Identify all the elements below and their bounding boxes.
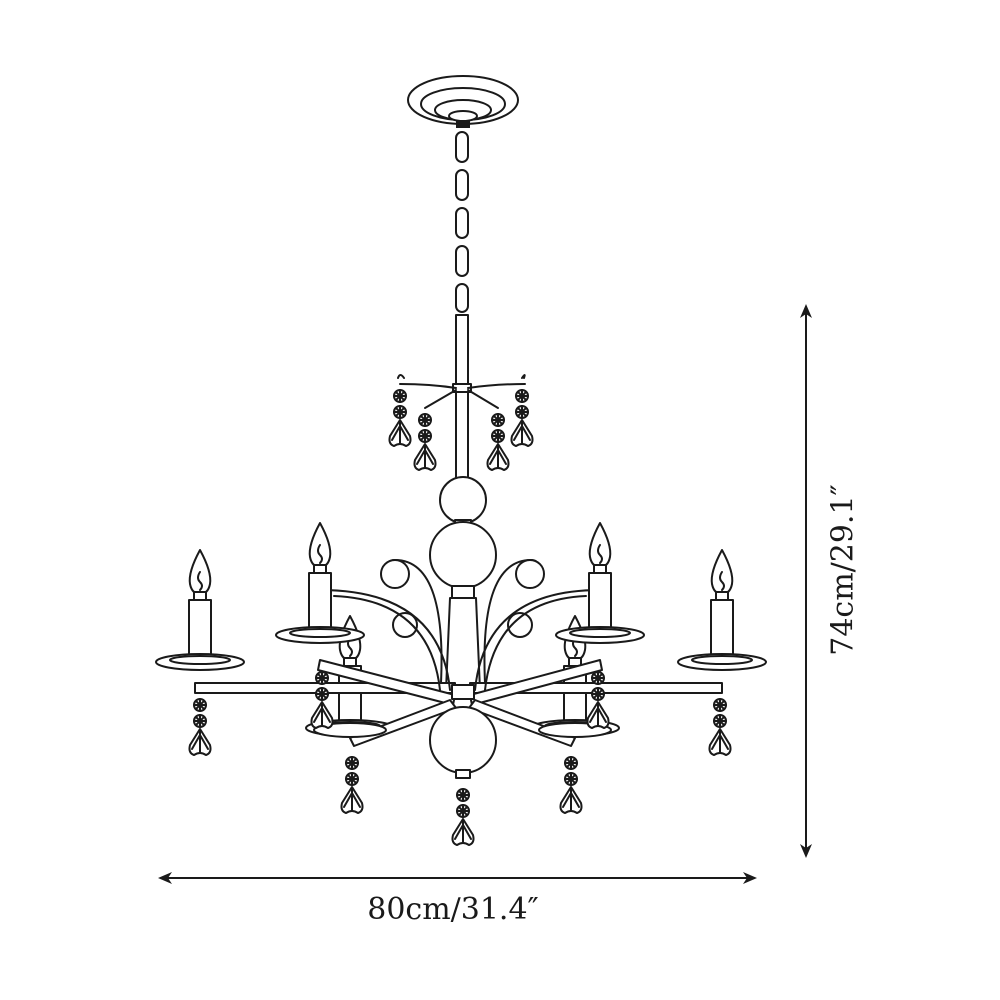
width-label: 80cm/31.4″ bbox=[367, 892, 539, 927]
center-stem bbox=[452, 314, 472, 496]
lower-ball bbox=[429, 706, 497, 779]
chain bbox=[455, 131, 469, 313]
center-balls bbox=[429, 476, 497, 691]
ceiling-canopy bbox=[407, 75, 519, 128]
width-dimension-arrow bbox=[158, 872, 757, 884]
height-dimension-arrow bbox=[800, 304, 812, 858]
upper-crystal-hanger bbox=[388, 374, 534, 471]
rear-arms bbox=[380, 558, 545, 701]
height-label: 74cm/29.1″ bbox=[825, 484, 861, 656]
